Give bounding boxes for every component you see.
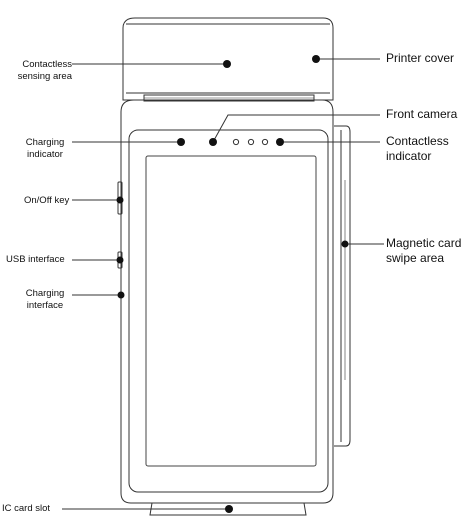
label-ic-card-slot: IC card slot [2,503,51,514]
dot-front-camera [209,138,217,146]
dot-charging-indicator [177,138,185,146]
indicator-led-2 [247,138,255,146]
dot-magnetic-card [341,240,349,248]
magnetic-card-rail [334,125,351,447]
label-printer-cover: Printer cover [386,51,455,65]
dot-usb-interface [116,256,124,264]
printer-cover-outline [122,17,334,101]
label-on-off-key: On/Off key [24,195,70,206]
label-usb-interface: USB interface [6,254,65,265]
indicator-led-1 [232,138,240,146]
label-contactless-indicator: Contactless indicator [386,134,449,163]
front-panel [128,129,329,493]
indicator-led-3 [261,138,269,146]
dot-ic-card-slot [225,505,233,513]
label-charging-indicator: Charging indicator [25,137,65,160]
leader-front-camera [212,114,380,143]
dot-contactless-sensing [223,60,231,68]
label-charging-interface: Charging interface [25,288,65,311]
label-magnetic-card-swipe-area: Magnetic card swipe area [386,236,462,265]
label-contactless-sensing-area: Contactless sensing area [17,59,72,82]
dot-contactless-indicator [276,138,284,146]
label-front-camera: Front camera [386,107,458,121]
dot-printer-cover [312,55,320,63]
dot-charging-interface [117,291,125,299]
dot-on-off-key [116,196,124,204]
device-body [120,99,334,504]
screen [145,155,317,467]
